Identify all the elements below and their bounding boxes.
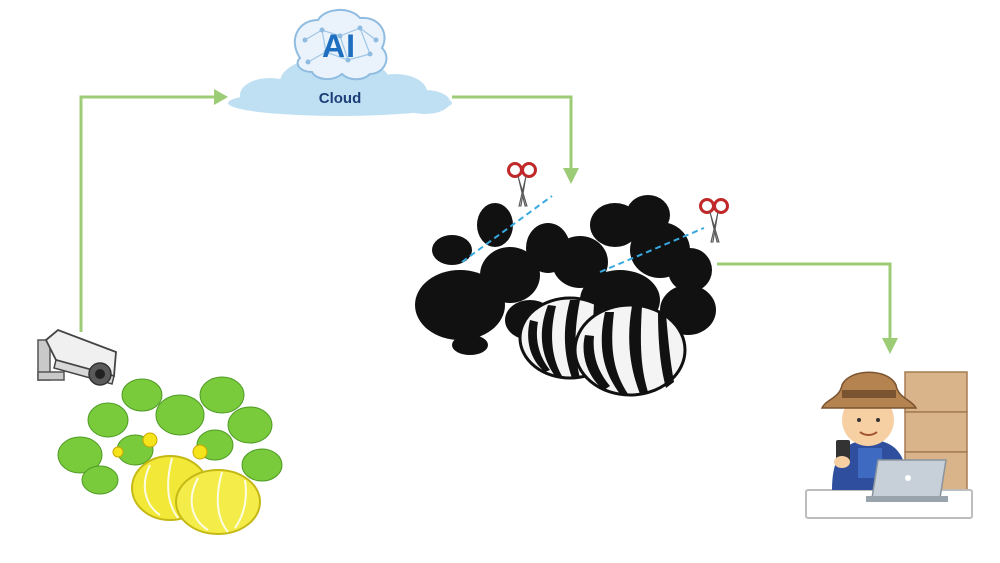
cloud-label: Cloud: [318, 90, 362, 107]
smartphone-icon: [834, 440, 850, 468]
arrow-cloud-to-plants: [452, 95, 579, 184]
laptop-icon: [866, 459, 948, 502]
camera-icon: [37, 328, 117, 386]
farmer-scene: [805, 371, 973, 519]
silhouette-melon-right: [573, 303, 687, 397]
cut-line-left: [461, 195, 553, 263]
cut-line-right: [599, 227, 705, 273]
scissors-icon: [507, 162, 537, 207]
arrow-plants-to-farmer: [717, 262, 898, 354]
ai-label: AI: [322, 28, 356, 64]
arrow-camera-to-cloud: [79, 89, 228, 332]
scissors-icon-2: [699, 198, 729, 243]
melon-plant-illustration: [57, 376, 283, 535]
brain-icon: [293, 9, 388, 81]
